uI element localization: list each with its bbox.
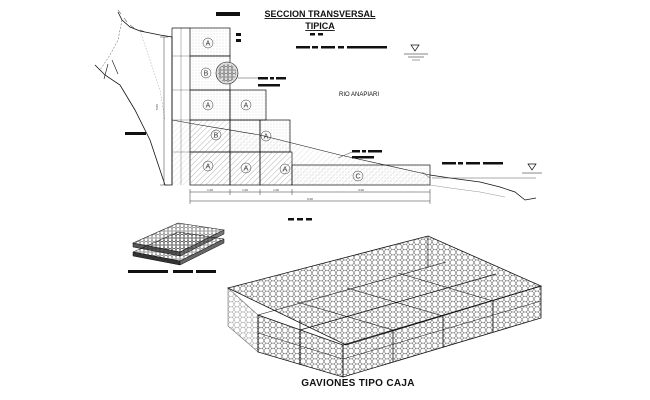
dim-segment: 1.00 bbox=[207, 188, 213, 192]
mesh-layers-detail bbox=[128, 222, 225, 273]
rock-note bbox=[238, 77, 286, 87]
dim-segment: 3.00 bbox=[358, 188, 364, 192]
box-side-face bbox=[342, 285, 542, 378]
water-level-triangle-icon bbox=[527, 163, 537, 171]
middle-note bbox=[288, 218, 312, 221]
title-line-1: SECCION TRANSVERSAL bbox=[264, 9, 376, 19]
river-label: RIO ANAPIARI bbox=[339, 92, 379, 98]
upper-water-level bbox=[296, 44, 428, 61]
dim-total: 6.00 bbox=[307, 197, 313, 201]
title-mark bbox=[310, 33, 315, 36]
box-letter: C bbox=[355, 174, 360, 181]
water-level-triangle-icon bbox=[410, 44, 420, 52]
box-letter: A bbox=[206, 164, 211, 171]
slope-note bbox=[337, 150, 382, 159]
height-dimension-label: 5.00 bbox=[155, 104, 159, 110]
box-letter: B bbox=[214, 133, 219, 140]
box-letter-group: A B A A B A A A A C bbox=[200, 37, 364, 182]
dim-segment: 1.00 bbox=[242, 188, 248, 192]
box-letter: A bbox=[206, 103, 211, 110]
box-letter: A bbox=[283, 167, 288, 174]
left-note-bar bbox=[125, 132, 146, 135]
top-note-bar bbox=[216, 12, 240, 16]
box-letter: A bbox=[264, 134, 269, 141]
figure-caption: GAVIONES TIPO CAJA bbox=[301, 378, 415, 389]
box-letter: B bbox=[204, 71, 209, 78]
title-mark bbox=[318, 33, 323, 36]
box-letter: A bbox=[206, 41, 211, 48]
title-line-2: TIPICA bbox=[305, 21, 335, 31]
bottom-dimensions: 1.00 1.00 1.00 3.00 6.00 bbox=[189, 171, 431, 204]
dim-segment: 1.00 bbox=[273, 188, 279, 192]
section-title: SECCION TRANSVERSAL TIPICA bbox=[264, 9, 376, 36]
box-letter: A bbox=[244, 103, 249, 110]
gabion-box bbox=[229, 89, 267, 121]
height-dimension: 5.00 bbox=[155, 36, 168, 186]
gabion-box-isometric bbox=[226, 235, 543, 378]
box-letter: A bbox=[244, 166, 249, 173]
gabion-wall: A B A A B A A A A C bbox=[171, 27, 431, 186]
right-bank-ground bbox=[429, 162, 542, 201]
